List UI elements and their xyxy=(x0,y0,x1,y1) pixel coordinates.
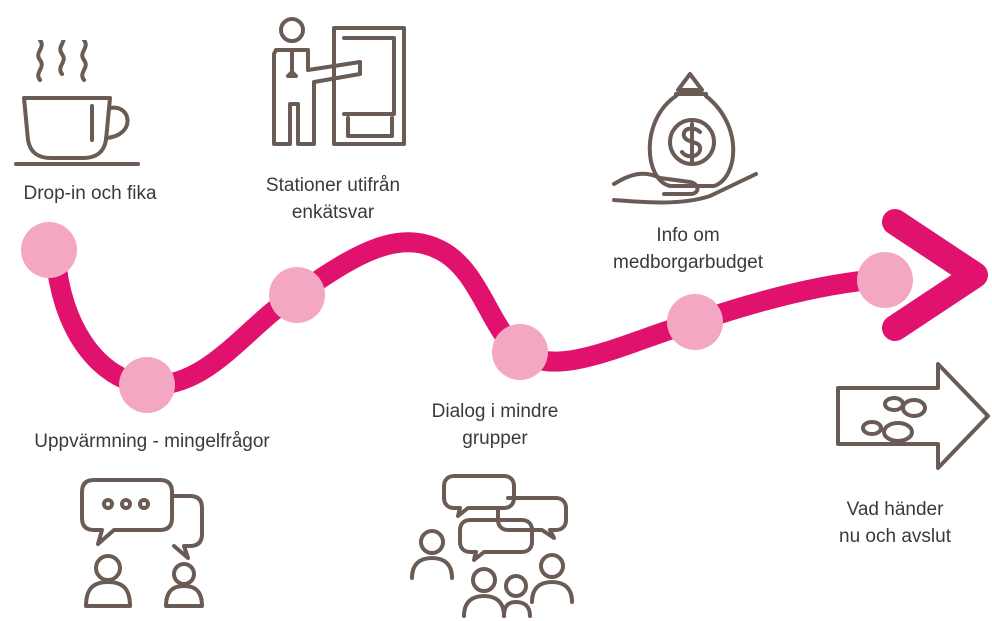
step-label-line: Vad händer xyxy=(846,499,944,520)
group-dialog-icon xyxy=(410,470,580,621)
milestone-dot xyxy=(119,357,175,413)
step-label-line: Info om xyxy=(656,225,720,246)
milestone-dot xyxy=(21,222,77,278)
step-label-line: Uppvärmning - mingelfrågor xyxy=(34,431,270,452)
step-label-line: Stationer utifrån xyxy=(265,175,401,196)
step-label-line: Drop-in och fika xyxy=(23,183,157,204)
step-label-line: nu och avslut xyxy=(839,526,951,547)
step-label-stationer: Stationer utifrån enkätsvar xyxy=(238,172,428,226)
money-bag-hand-icon xyxy=(610,70,770,210)
step-label-line: enkätsvar xyxy=(291,202,375,223)
presenter-board-icon xyxy=(268,14,413,149)
arrow-head xyxy=(882,209,988,341)
milestone-dot xyxy=(492,324,548,380)
step-label-drop-in: Drop-in och fika xyxy=(0,180,180,207)
footsteps-arrow-icon xyxy=(834,360,992,475)
milestone-dot xyxy=(269,267,325,323)
step-label-line: Dialog i mindre xyxy=(431,401,559,422)
coffee-cup-icon xyxy=(12,40,142,170)
chat-people-icon xyxy=(80,470,215,615)
step-label-uppvarmning: Uppvärmning - mingelfrågor xyxy=(4,428,300,455)
step-label-info: Info om medborgarbudget xyxy=(583,222,793,276)
step-label-dialog: Dialog i mindre grupper xyxy=(400,398,590,452)
milestone-dot xyxy=(857,252,913,308)
step-label-line: medborgarbudget xyxy=(613,252,763,273)
step-label-line: grupper xyxy=(462,428,528,449)
milestone-dot xyxy=(667,294,723,350)
step-label-avslut: Vad händer nu och avslut xyxy=(810,496,980,550)
